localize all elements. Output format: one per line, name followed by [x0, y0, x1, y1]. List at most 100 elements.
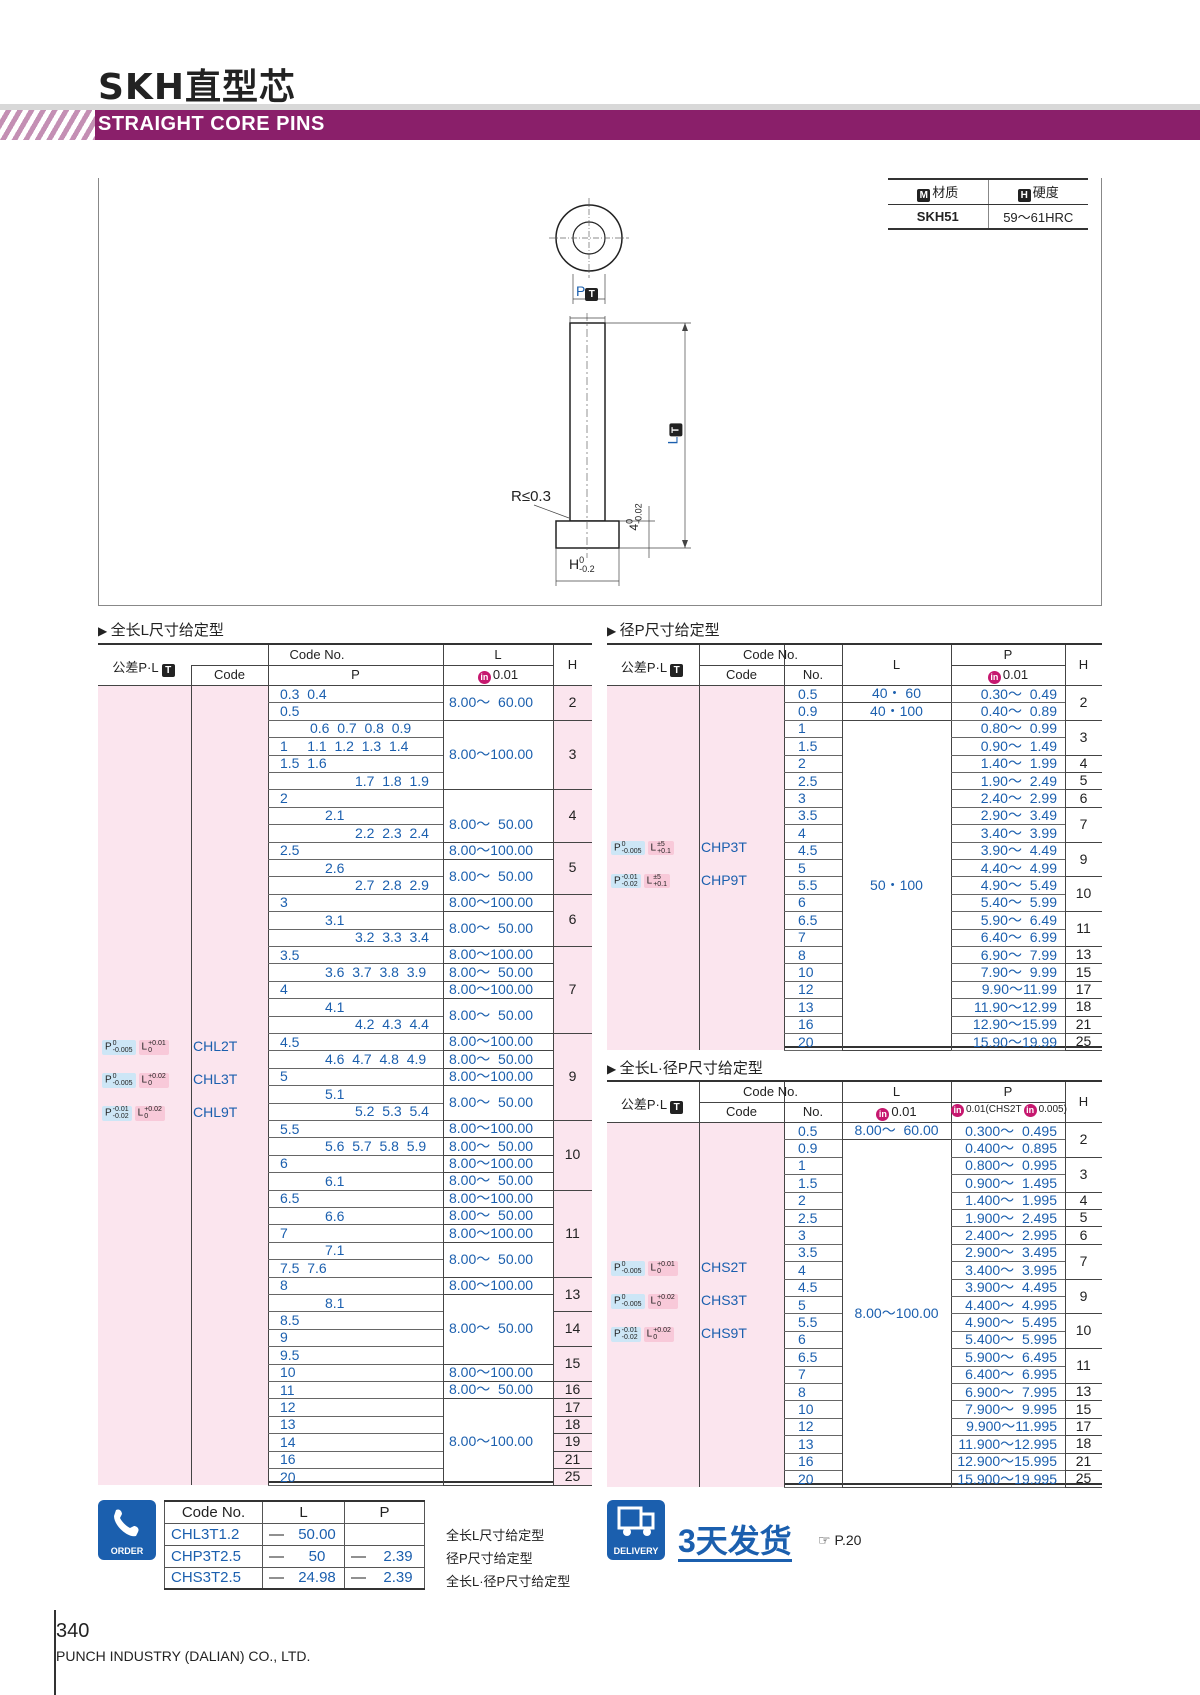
hdr-tolerance: 公差P·L T: [607, 657, 699, 677]
p-range: 11.900～12.995: [958, 1435, 1057, 1452]
page-number: 340: [56, 1620, 90, 1642]
p-value: 3.6 3.7 3.8 3.9: [325, 963, 427, 980]
l-range: 8.00～ 60.00: [449, 693, 534, 710]
p-range: 4.900～ 5.495: [965, 1313, 1057, 1330]
p-tolerance: P-0.01-0.02: [611, 873, 641, 889]
material-icon: M: [917, 189, 931, 202]
hdr-l: L: [892, 1084, 901, 1099]
p-value: 2.5: [280, 842, 300, 859]
l-range: 8.00～100.00: [449, 981, 534, 997]
h-value: 15: [1075, 963, 1092, 980]
hdr-code: Code: [213, 667, 246, 682]
size-no: 10: [798, 963, 814, 980]
size-no: 7: [798, 1366, 806, 1383]
p-value: 4.5: [280, 1033, 300, 1050]
p-value: 3.2 3.3 3.4: [355, 929, 429, 946]
size-no: 12: [798, 981, 814, 998]
h-value: 3: [1079, 1165, 1088, 1182]
h-value: 19: [564, 1433, 581, 1450]
delivery-truck-icon: DELIVERY: [607, 1500, 665, 1560]
h-value: 18: [1075, 1435, 1092, 1452]
size-no: 6: [798, 1331, 806, 1348]
h-value: 4: [1079, 1191, 1088, 1208]
page-title: SKH直型芯: [98, 67, 296, 108]
p-range: 6.90～ 7.99: [980, 946, 1057, 963]
h-value: 10: [1075, 885, 1092, 902]
order-descriptions: 全长L尺寸给定型 径P尺寸给定型 全长L·径P尺寸给定型: [446, 1528, 571, 1589]
hdr-code-no: Code No.: [743, 1084, 798, 1099]
l-range: 8.00～ 50.00: [449, 1381, 534, 1398]
top-view-inner-circle: [572, 221, 606, 255]
inch-icon: in: [951, 1104, 964, 1117]
h-value: 4: [568, 807, 577, 823]
p-range: 4.400～ 4.995: [965, 1296, 1057, 1313]
p-range: 2.40～ 2.99: [980, 789, 1057, 806]
l-range: 8.00～ 50.00: [449, 1137, 534, 1154]
p-value: 0.5: [280, 702, 300, 719]
p-value: 3.5: [280, 946, 300, 963]
p-range: 1.900～ 2.495: [965, 1209, 1057, 1226]
company-name: PUNCH INDUSTRY (DALIAN) CO., LTD.: [56, 1648, 311, 1664]
p-range: 0.800～ 0.995: [965, 1157, 1057, 1174]
size-no: 1: [798, 720, 806, 737]
size-no: 10: [798, 1400, 814, 1417]
product-code: CHS9T: [701, 1325, 747, 1342]
l-range: 8.00～100.00: [449, 1224, 534, 1241]
p-range: 2.900～ 3.495: [965, 1244, 1057, 1261]
h-value: 7: [1079, 815, 1088, 832]
delivery-page-reference[interactable]: ☞ P.20: [818, 1532, 862, 1548]
p-range: 1.90～ 2.49: [980, 772, 1057, 789]
p-value: 16: [280, 1451, 296, 1468]
p-range: 6.400～ 6.995: [965, 1366, 1057, 1383]
size-no: 4: [798, 1261, 806, 1278]
size-no: 20: [798, 1470, 814, 1487]
p-range: 1.40～ 1.99: [980, 755, 1057, 772]
p-tolerance: P-0.01-0.02: [102, 1106, 132, 1121]
size-no: 1: [798, 1157, 806, 1174]
product-code: CHL3T: [193, 1071, 238, 1087]
l-range: 8.00～100.00: [449, 1276, 534, 1293]
h-value: 5: [1079, 1209, 1088, 1226]
size-no: 0.9: [798, 1139, 818, 1156]
size-no: 13: [798, 998, 814, 1015]
h-value: 5: [568, 859, 577, 876]
top-view-outer-circle: [555, 204, 623, 272]
p-tolerance: P0-0.005: [611, 1294, 645, 1309]
h-value: 13: [564, 1285, 581, 1302]
size-no: 7: [798, 929, 806, 946]
h-value: 17: [564, 1398, 581, 1415]
product-code: CHS3T: [701, 1292, 747, 1309]
p-range: 0.90～ 1.49: [980, 737, 1057, 754]
h-value: 2: [1079, 693, 1088, 710]
p-range: 3.400～ 3.995: [965, 1261, 1057, 1278]
l-range: 8.00～ 50.00: [449, 1172, 534, 1189]
p-range: 2.90～ 3.49: [980, 807, 1057, 824]
p-tolerance: P0-0.005: [102, 1073, 136, 1088]
h-value: 11: [1076, 920, 1091, 937]
size-no: 13: [798, 1435, 814, 1452]
p-value: 5.6 5.7 5.8 5.9: [325, 1137, 427, 1154]
order-example-table: Code No. L P CHL3T1.2 —50.00 CHP3T2.5 —5…: [164, 1500, 425, 1590]
size-no: 4.5: [798, 1279, 818, 1296]
product-code: CHS2T: [701, 1259, 747, 1276]
h-value: 21: [564, 1450, 581, 1467]
p-range: 3.900～ 4.495: [965, 1279, 1057, 1296]
h-value: 21: [1075, 1452, 1092, 1469]
size-no: 3.5: [798, 1244, 818, 1261]
delivery-days: 3天发货: [678, 1516, 792, 1562]
p-value: 1 1.1 1.2 1.3 1.4: [280, 737, 409, 754]
p-range: 9.900～11.995: [966, 1418, 1057, 1435]
p-value: 4.1: [325, 998, 345, 1015]
p-range: 1.400～ 1.995: [965, 1192, 1057, 1209]
size-no: 2.5: [798, 1209, 818, 1226]
p-value: 3.1: [325, 911, 345, 928]
